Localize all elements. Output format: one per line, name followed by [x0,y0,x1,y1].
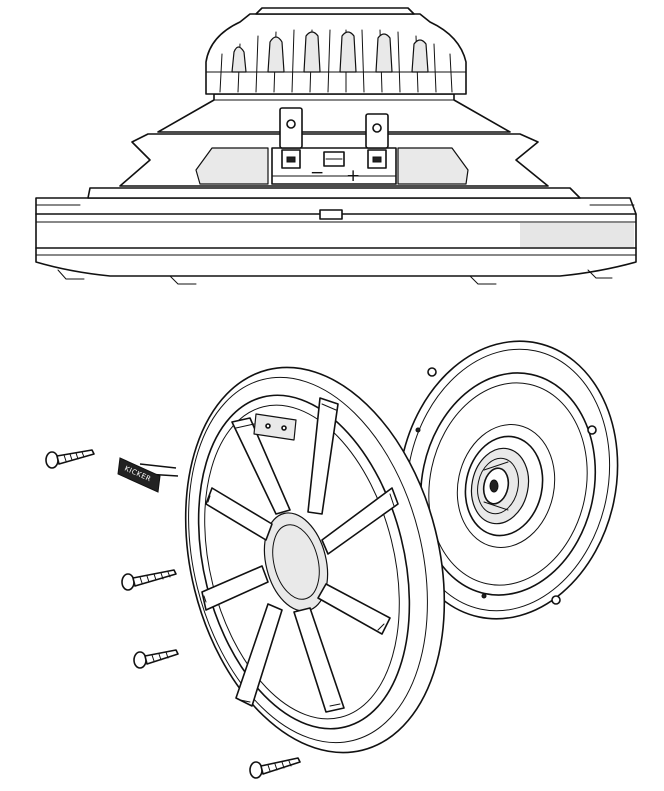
badge-icon: KICKER [117,457,179,493]
magnet-housing [205,7,467,95]
terminal-negative-symbol: − [310,163,324,183]
basket [87,93,581,199]
screw-1 [45,449,95,469]
terminal-positive-symbol: + [346,166,360,186]
speaker-side-view-icon: − + [35,7,637,285]
speaker-front-icon [397,340,619,620]
grille-spokes [201,397,399,713]
terminal-block: − + [271,107,397,186]
grille-icon [184,366,446,754]
grille-badge-plate [253,413,297,441]
screw-4 [249,757,301,779]
screw-icon [45,449,301,779]
screw-3 [133,649,179,669]
screw-2 [121,569,177,591]
mounting-flange [35,197,637,285]
